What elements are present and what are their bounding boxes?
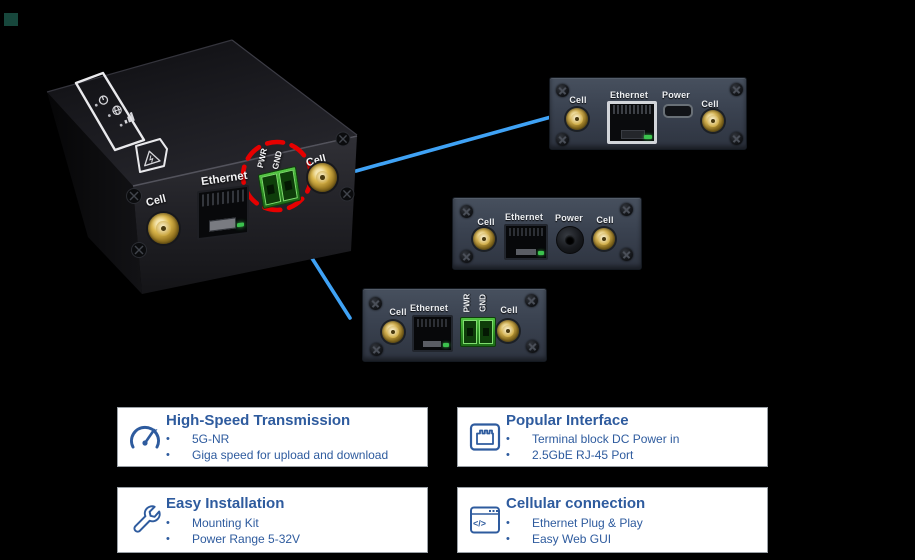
- plate3-cell-left-label: Cell: [389, 307, 407, 317]
- plate1-sma-right: [702, 110, 724, 132]
- bullet-dot: •: [506, 532, 510, 545]
- terminal-cell: [278, 169, 298, 202]
- plate2-sma-right: [593, 228, 615, 250]
- plate2-cell-right-label: Cell: [596, 215, 614, 225]
- speedometer-icon: [126, 418, 164, 456]
- device-sma-left: [148, 213, 179, 244]
- feature-popular-interface: Popular Interface •Terminal block DC Pow…: [457, 407, 768, 467]
- plate3-gnd-label: GND: [478, 294, 488, 312]
- plate1-cell-left-label: Cell: [569, 95, 587, 105]
- indicator-strip: [74, 71, 168, 173]
- svg-text:</>: </>: [473, 519, 486, 529]
- screw-icon: [556, 84, 569, 97]
- feature-title: Easy Installation: [166, 495, 285, 512]
- bullet-dot: •: [166, 517, 170, 529]
- feature-bullet: •Easy Web GUI: [506, 531, 612, 546]
- bullet-dot: •: [506, 448, 510, 461]
- rj45-latch: [620, 130, 646, 139]
- screw-icon: [526, 340, 539, 353]
- feature-title: Cellular connection: [506, 495, 646, 512]
- screw-icon: [730, 83, 743, 96]
- rj45-contacts: [509, 228, 543, 236]
- feature-bullet: •2.5GbE RJ-45 Port: [506, 447, 634, 462]
- device-screws: [126, 131, 355, 258]
- signal-strength-icon: [124, 111, 135, 124]
- rj45-led: [644, 135, 652, 139]
- ethernet-port-icon: [466, 418, 504, 456]
- rj45-contacts: [613, 105, 651, 114]
- device-sma-right: [308, 163, 337, 192]
- plate3-cell-right-label: Cell: [500, 305, 518, 315]
- rj45-contacts: [417, 319, 448, 327]
- plate1-ethernet-label: Ethernet: [609, 90, 649, 100]
- plate1-power-label: Power: [661, 90, 691, 100]
- feature-bullet: •Mounting Kit: [166, 516, 259, 530]
- terminal-cell: [463, 320, 477, 344]
- rj45-led: [538, 251, 544, 255]
- device-rj45-port: [197, 184, 249, 241]
- plate2-dc-jack-port: [556, 226, 584, 254]
- plate3-ethernet-label: Ethernet: [409, 303, 449, 313]
- screw-icon: [525, 294, 538, 307]
- faceplate-dc-jack: Cell Ethernet Power Cell: [452, 197, 642, 270]
- feature-bullet: •Terminal block DC Power in: [506, 432, 680, 446]
- plate3-sma-right: [497, 320, 519, 342]
- feature-title: Popular Interface: [506, 412, 629, 429]
- screw-icon: [620, 203, 633, 216]
- terminal-cell: [479, 320, 493, 344]
- plate3-sma-left: [382, 321, 404, 343]
- plate2-cell-left-label: Cell: [477, 217, 495, 227]
- bullet-dot: •: [166, 433, 170, 445]
- plate2-ethernet-label: Ethernet: [504, 212, 544, 222]
- screw-icon: [369, 297, 382, 310]
- plate2-power-label: Power: [554, 213, 584, 223]
- plate1-rj45-port: [607, 101, 657, 144]
- bullet-dot: •: [506, 433, 510, 445]
- rj45-latch: [208, 217, 236, 232]
- code-window-icon: </>: [466, 501, 504, 539]
- feature-bullet: •Power Range 5-32V: [166, 531, 301, 546]
- screw-icon: [620, 248, 633, 261]
- callout-line-top: [354, 115, 553, 173]
- feature-cellular-connection: </> Cellular connection •Ethernet Plug &…: [457, 487, 768, 553]
- feature-high-speed-transmission: High-Speed Transmission •5G-NR •Giga spe…: [117, 407, 428, 467]
- feature-title: High-Speed Transmission: [166, 412, 351, 429]
- feature-easy-installation: Easy Installation •Mounting Kit •Power R…: [117, 487, 428, 553]
- plate2-sma-left: [473, 228, 495, 250]
- plate2-rj45-port: [504, 224, 548, 260]
- plate1-usb-c-port: [663, 104, 693, 118]
- plate3-rj45-port: [412, 315, 453, 352]
- rj45-led: [237, 222, 244, 228]
- bullet-dot: •: [506, 517, 510, 529]
- screw-icon: [556, 133, 569, 146]
- plate1-cell-right-label: Cell: [701, 99, 719, 109]
- screw-icon: [370, 343, 383, 356]
- faceplate-terminal-block: Cell Ethernet PWR GND Cell: [362, 288, 547, 362]
- rj45-latch: [515, 249, 536, 255]
- corner-artifact: [4, 13, 18, 26]
- screw-icon: [460, 250, 473, 263]
- feature-bullet: •Ethernet Plug & Play: [506, 516, 643, 530]
- faceplate-usb-c: Cell Ethernet Power Cell: [549, 77, 747, 150]
- plate3-terminal-block-port: [460, 317, 496, 347]
- screw-icon: [730, 132, 743, 145]
- rj45-led: [443, 343, 449, 347]
- bullet-dot: •: [166, 532, 170, 545]
- indicator-icons: [94, 95, 135, 127]
- plate3-pwr-label: PWR: [462, 293, 472, 313]
- globe-icon: [112, 105, 122, 115]
- rj45-latch: [422, 341, 442, 347]
- bullet-dot: •: [166, 448, 170, 461]
- plate1-sma-left: [566, 108, 588, 130]
- wrench-icon: [126, 501, 164, 539]
- feature-bullet: •5G-NR: [166, 432, 230, 446]
- feature-bullet: •Giga speed for upload and download: [166, 447, 389, 462]
- warning-icon: [144, 150, 161, 167]
- terminal-cell: [261, 173, 281, 206]
- screw-icon: [460, 205, 473, 218]
- rj45-contacts: [202, 189, 244, 207]
